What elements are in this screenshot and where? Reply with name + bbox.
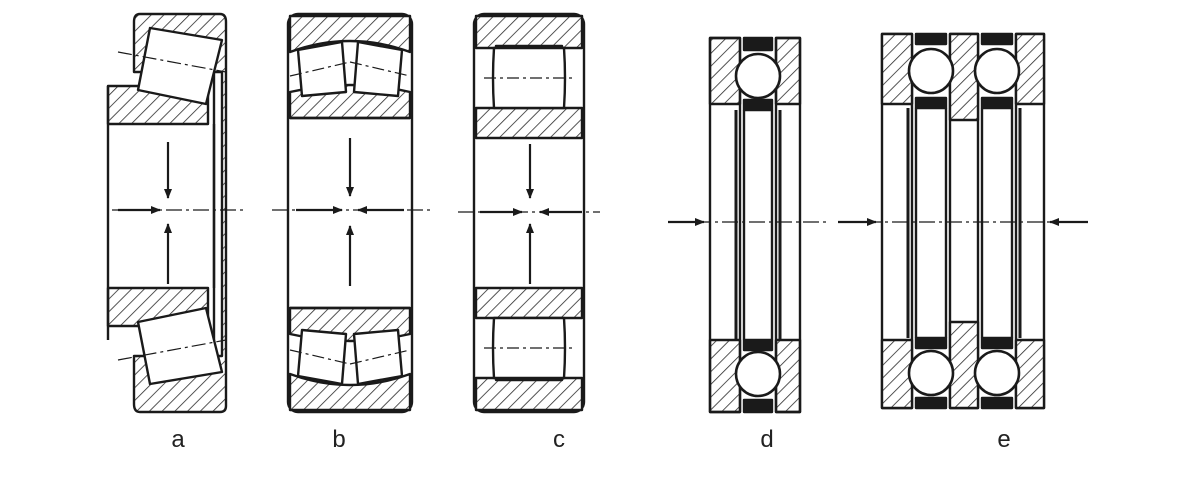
label-a: a (171, 426, 185, 453)
label-e: e (997, 426, 1011, 453)
bearing-a-tapered-roller (106, 12, 244, 414)
bearing-a-roller-bottom (136, 306, 224, 386)
bearing-c-cylindrical-roller (458, 12, 600, 414)
bearing-b-spherical-roller (272, 12, 432, 414)
bearing-e-ball-top-right (973, 47, 1021, 95)
bearing-c-roller-bottom (491, 316, 567, 380)
bearing-d-thrust-ball (668, 36, 826, 414)
bearing-a-roller-top (136, 26, 224, 106)
bearing-e-ball-top-left (907, 47, 955, 95)
bearing-e-ball-bottom-left (907, 349, 955, 397)
bearing-d-ball-top (734, 52, 782, 100)
bearing-e-ball-bottom-right (973, 349, 1021, 397)
bearing-d-ball-bottom (734, 350, 782, 398)
bearing-e-double-thrust-ball (838, 32, 1088, 410)
label-c: c (553, 426, 565, 453)
label-d: d (760, 426, 774, 453)
label-b: b (332, 426, 346, 453)
bearing-c-roller-top (491, 46, 567, 110)
